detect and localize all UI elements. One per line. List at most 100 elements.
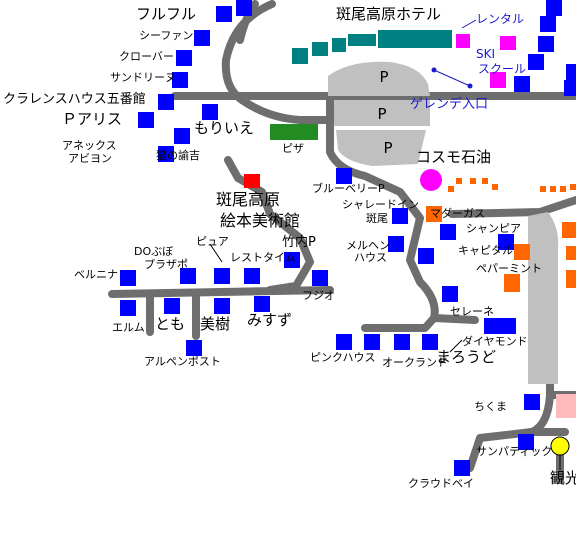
hotel-building-1 [312, 42, 328, 56]
label-hotel: 斑尾高原ホテル [336, 5, 442, 23]
orange-box-1 [426, 206, 442, 222]
label-restime: レストタイム [230, 251, 296, 264]
label-cosmo-oil: コスモ石油 [416, 148, 492, 166]
label-chalet: シャレードイン [342, 198, 419, 211]
hotel-building-2 [332, 38, 346, 52]
road-museum-down [224, 156, 314, 294]
pure-pointer [209, 243, 223, 263]
building-marker-27 [254, 296, 270, 312]
building-marker-7 [174, 128, 190, 144]
label-tomo: とも [155, 315, 186, 333]
label-museum-2: 絵本美術館 [220, 211, 301, 230]
building-marker-42 [566, 64, 576, 80]
label-school: スクール [478, 62, 527, 76]
label-champagne: シャンピア [466, 222, 521, 235]
diamond-pointer [449, 339, 463, 353]
label-sunpatik: サンパティック [476, 445, 553, 458]
parking-labels: PPP [377, 68, 392, 157]
building-marker-19 [120, 270, 136, 286]
building-marker-25 [164, 298, 180, 314]
orange-dot-4 [492, 184, 498, 190]
label-maroudo: まろうど [436, 348, 497, 366]
building-marker-8 [202, 104, 218, 120]
parking-area-2 [334, 100, 430, 126]
orange-dot-3 [482, 178, 488, 184]
label-blueberry: ブルーベリーP [312, 182, 385, 195]
label-ski: SKI [476, 47, 496, 61]
building-marker-33 [422, 334, 438, 350]
rental-pointer [461, 19, 477, 29]
kanko-marker [550, 436, 570, 456]
building-marker-5 [158, 94, 174, 110]
label-madarame: 斑尾 [366, 212, 388, 225]
orange-dot-0 [448, 186, 454, 192]
ski-marker-1 [500, 36, 516, 50]
building-marker-18 [498, 234, 514, 250]
building-marker-28 [120, 300, 136, 316]
label-annex-2: アビヨン [68, 152, 112, 165]
label-museum-1: 斑尾高原 [216, 190, 281, 209]
orange-box-4 [562, 222, 576, 238]
label-pure: ピュア [196, 235, 229, 248]
road-left-horizontal [108, 286, 334, 298]
building-marker-11 [392, 208, 408, 224]
building-marker-41 [546, 0, 562, 16]
label-moriie: もりいえ [194, 119, 255, 137]
building-marker-3 [176, 50, 192, 66]
building-marker-22 [244, 268, 260, 284]
ski-marker-2 [490, 72, 506, 88]
building-marker-9 [158, 146, 174, 162]
label-berunina: ベルニナ [74, 268, 118, 281]
orange-box-2 [514, 244, 530, 260]
building-marker-26 [214, 298, 230, 314]
orange-box-5 [566, 246, 576, 260]
label-seraine: セレーネ [450, 305, 494, 318]
road-middle-loop [326, 92, 439, 332]
orange-box-3 [504, 274, 520, 292]
label-sandrine: サンドリーヌ [110, 71, 176, 84]
building-marker-36 [454, 460, 470, 476]
cosmo-marker [420, 169, 442, 191]
building-marker-0 [216, 6, 232, 22]
parking-mark-p1: P [379, 68, 388, 86]
building-marker-30 [336, 334, 352, 350]
label-merheim-1: メルヘン [346, 239, 390, 252]
building-marker-15 [442, 286, 458, 302]
parking-mark-p3: P [383, 139, 392, 157]
ski-pointer-dot-1 [431, 67, 437, 73]
parking-area-1 [328, 61, 430, 96]
label-madargas: マダーガス [430, 207, 485, 220]
building-marker-17 [500, 318, 516, 334]
orange-dot-7 [560, 186, 566, 192]
label-nekono: 猫の諭吉 [156, 149, 200, 162]
parking-area-3 [336, 130, 426, 166]
label-piza: ピザ [282, 142, 304, 155]
map-features [209, 19, 576, 470]
building-marker-43 [564, 80, 576, 96]
building-marker-35 [518, 434, 534, 450]
label-diamond: ダイヤモンド [462, 335, 528, 348]
parking-mark-p2: P [377, 105, 386, 123]
building-marker-23 [284, 252, 300, 268]
building-marker-1 [236, 0, 252, 16]
label-fulfull: フルフル [136, 5, 197, 23]
parking-areas [328, 61, 559, 384]
label-gelande-entrance: ゲレンデ入口 [410, 97, 489, 112]
pink-box [556, 394, 576, 418]
ski-pointer [433, 69, 471, 87]
building-marker-34 [524, 394, 540, 410]
orange-dot-2 [470, 178, 476, 184]
label-plazapo: プラザポ [144, 258, 188, 271]
building-marker-16 [484, 318, 500, 334]
building-marker-40 [514, 76, 530, 92]
label-kanko: 観光 [550, 469, 576, 487]
building-marker-4 [172, 72, 188, 88]
road-upper-main [236, 0, 259, 44]
label-annex-1: アネックス [62, 139, 117, 152]
label-rental: レンタル [476, 12, 525, 26]
museum-marker [244, 174, 260, 188]
building-marker-32 [394, 334, 410, 350]
building-marker-10 [336, 168, 352, 184]
building-marker-29 [186, 340, 202, 356]
